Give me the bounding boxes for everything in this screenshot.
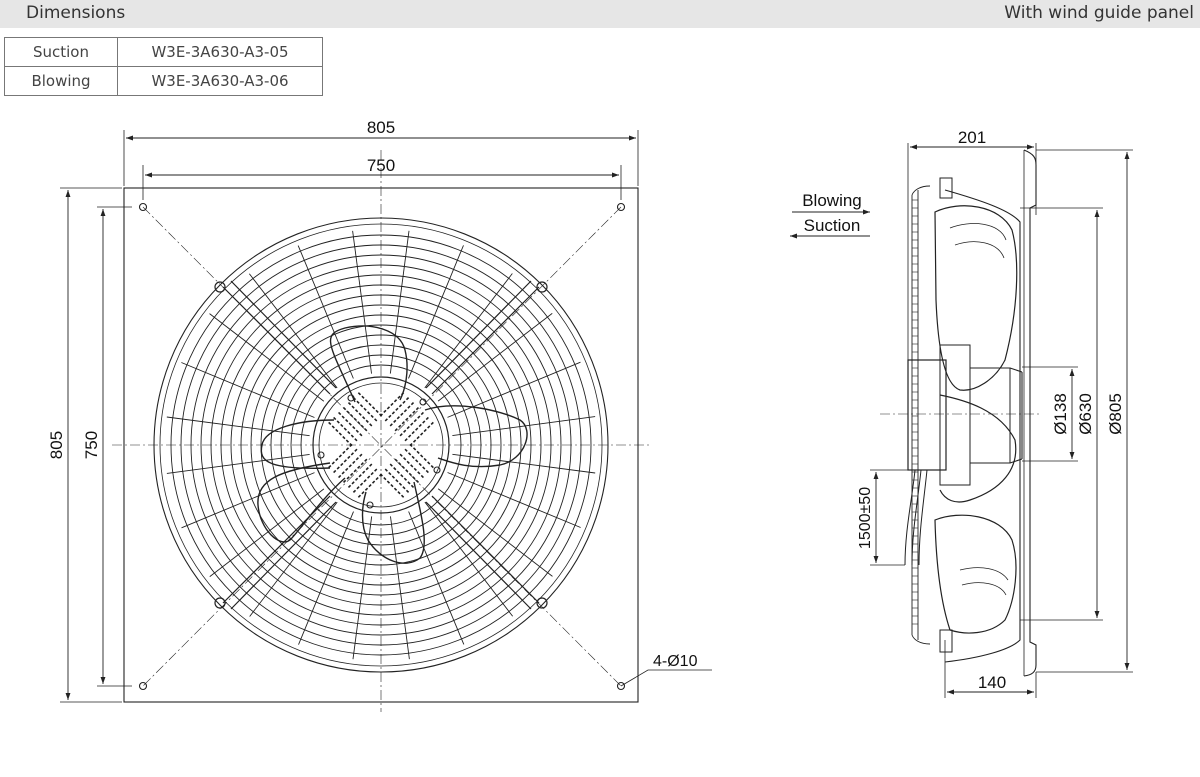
guard-struts (166, 230, 596, 660)
bracket-bottom (939, 629, 953, 653)
guard-outer-ring (153, 217, 609, 673)
blade-upper (934, 205, 1018, 391)
hub-side (969, 367, 1011, 464)
dim-hole-height: 750 (82, 431, 101, 459)
mode-cell: Blowing (4, 66, 118, 96)
support-arms (214, 280, 548, 610)
hub-screws (317, 394, 441, 509)
guard-rings (170, 234, 592, 656)
cable (904, 469, 916, 566)
side-guard (911, 185, 931, 645)
dim-panel-height: 805 (47, 431, 66, 459)
model-cell: W3E-3A630-A3-05 (117, 37, 323, 67)
header-bar: Dimensions With wind guide panel (0, 0, 1200, 28)
center-lines (112, 150, 650, 712)
hub-cooling-fins (326, 390, 436, 500)
label-blowing: Blowing (802, 191, 862, 210)
dim-panel-width: 805 (367, 118, 395, 137)
model-cell: W3E-3A630-A3-06 (117, 66, 323, 96)
blade-lower (934, 514, 1017, 634)
label-suction: Suction (804, 216, 861, 235)
front-view (60, 130, 712, 712)
side-view-labels: 201 140 Ø138 Ø630 Ø805 1500±50 Blowing S… (802, 128, 1125, 692)
hole-leader (620, 669, 712, 687)
model-table: Suction W3E-3A630-A3-05 Blowing W3E-3A63… (4, 37, 323, 96)
table-row: Suction W3E-3A630-A3-05 (4, 37, 323, 67)
mounting-holes (138, 202, 626, 691)
blade-middle (939, 394, 1017, 503)
table-row: Blowing W3E-3A630-A3-06 (4, 66, 323, 96)
panel-plate (1023, 149, 1037, 677)
extension-lines (60, 130, 639, 703)
side-view (790, 143, 1133, 698)
bracket-top (939, 177, 953, 199)
mounting-hole-callout: 4-Ø10 (653, 653, 698, 670)
mode-cell: Suction (4, 37, 118, 67)
dim-base-depth: 140 (978, 673, 1006, 692)
front-view-labels: 805 750 805 750 4-Ø10 (47, 118, 698, 670)
dim-cable: 1500±50 (857, 487, 874, 549)
shroud (944, 189, 1021, 663)
dim-blade: Ø630 (1076, 393, 1095, 435)
header-variant: With wind guide panel (1004, 3, 1194, 23)
header-title: Dimensions (26, 3, 126, 23)
fan-blades (257, 325, 528, 564)
dim-panel-dia: Ø805 (1106, 393, 1125, 435)
dim-depth: 201 (958, 128, 986, 147)
dim-hole-width: 750 (367, 156, 395, 175)
dim-hub: Ø138 (1051, 393, 1070, 435)
hub-outer (312, 376, 450, 514)
